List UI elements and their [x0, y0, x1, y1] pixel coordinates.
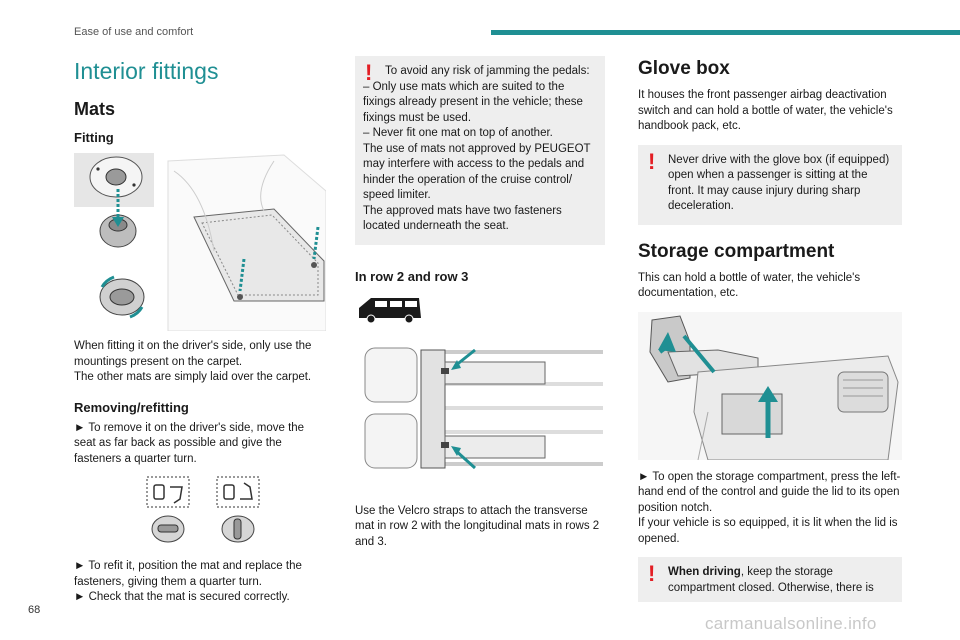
rows-mat-illustration — [355, 344, 605, 474]
driving-warning-box: ! When driving, keep the storage compart… — [638, 557, 902, 602]
rows-mat-drawing — [364, 347, 603, 469]
glovebox-warning-box: ! Never drive with the glove box (if equ… — [638, 144, 902, 225]
rows-heading: In row 2 and row 3 — [355, 268, 469, 284]
fitting-heading: Fitting — [74, 130, 114, 145]
warning-line-2: – Only use mats which are suited to the … — [363, 80, 583, 124]
pedal-warning-box: ! To avoid any risk of jamming the pedal… — [355, 56, 605, 245]
glovebox-heading: Glove box — [638, 58, 730, 79]
warning-line-1: To avoid any risk of jamming the pedals: — [385, 65, 590, 77]
refit-text-2: ► Check that the mat is secured correctl… — [74, 591, 290, 603]
column-middle: ! To avoid any risk of jamming the pedal… — [355, 56, 605, 550]
fitting-text-2: The other mats are simply laid over the … — [74, 371, 312, 383]
driving-warning-bold: When driving — [668, 566, 741, 578]
fitting-text-1: When fitting it on the driver's side, on… — [74, 340, 312, 368]
fastener-lock-drawing — [146, 476, 260, 543]
column-left: Interior fittings Mats Fitting — [74, 56, 327, 606]
warning-icon: ! — [648, 148, 656, 174]
mats-heading: Mats — [74, 99, 116, 119]
storage-compartment-illustration — [638, 311, 902, 460]
warning-line-3: – Never fit one mat on top of another. — [363, 127, 553, 139]
watermark: carmanualsonline.info — [705, 614, 877, 633]
running-header: Ease of use and comfort — [74, 26, 194, 38]
warning-icon: ! — [365, 60, 373, 85]
van-icon — [355, 292, 605, 328]
mat-fitting-drawing — [74, 153, 327, 332]
rows-text: Use the Velcro straps to attach the tran… — [355, 504, 600, 548]
open-text-2: If your vehicle is so equipped, it is li… — [638, 517, 898, 545]
page-number: 68 — [28, 604, 41, 616]
refit-text-1: ► To refit it, position the mat and repl… — [74, 560, 302, 588]
driving-warning-rest: , keep the storage compartment closed. O… — [668, 566, 874, 594]
glovebox-text: It houses the front passenger airbag dea… — [638, 89, 893, 132]
fastener-lock-illustration — [74, 475, 326, 549]
mat-fitting-illustration — [74, 151, 327, 332]
storage-compartment-drawing — [638, 311, 902, 460]
removing-heading: Removing/refitting — [74, 399, 189, 415]
van-silhouette — [359, 297, 421, 323]
driving-warning: When driving, keep the storage compartme… — [668, 565, 894, 596]
page-title: Interior fittings — [74, 58, 219, 84]
storage-text: This can hold a bottle of water, the veh… — [638, 271, 861, 300]
open-text-1: ► To open the storage compartment, press… — [638, 470, 901, 514]
warning-line-5: The approved mats have two fasteners loc… — [363, 204, 562, 233]
warning-icon: ! — [648, 561, 656, 586]
storage-heading: Storage compartment — [638, 240, 835, 262]
glovebox-warning-text: Never drive with the glove box (if equip… — [668, 153, 890, 213]
removing-text: ► To remove it on the driver's side, mov… — [74, 421, 305, 465]
unlock-icon — [153, 484, 165, 500]
column-right: Glove box It houses the front passenger … — [638, 56, 902, 602]
header-accent-bar — [491, 30, 960, 35]
warning-line-4: The use of mats not approved by PEUGEOT … — [363, 142, 591, 202]
